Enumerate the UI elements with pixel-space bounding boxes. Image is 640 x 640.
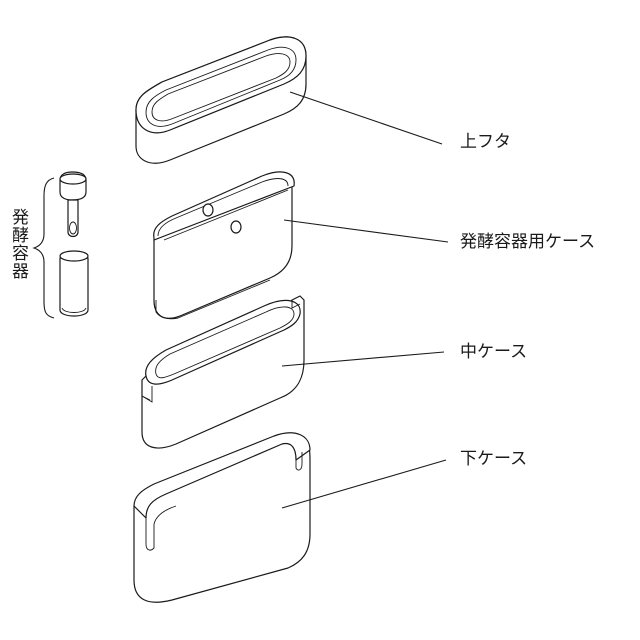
- fermenter-brace: [34, 178, 54, 318]
- middle-case-label: 中ケース: [460, 344, 527, 361]
- fermenter-case-label: 発酵容器用ケース: [460, 234, 595, 251]
- fermenter-vessel-part: [60, 172, 88, 316]
- top-lid-leader: [290, 92, 442, 144]
- fermenter-case-part: [154, 172, 294, 319]
- bottom-case-part: [134, 433, 310, 602]
- middle-case-leader: [282, 352, 444, 366]
- fermenter-case-leader: [284, 220, 448, 242]
- top-lid-part: [136, 37, 306, 163]
- fermenter-label: 発酵容器: [9, 208, 26, 280]
- top-lid-label: 上フタ: [460, 134, 511, 151]
- bottom-case-label: 下ケース: [460, 451, 527, 468]
